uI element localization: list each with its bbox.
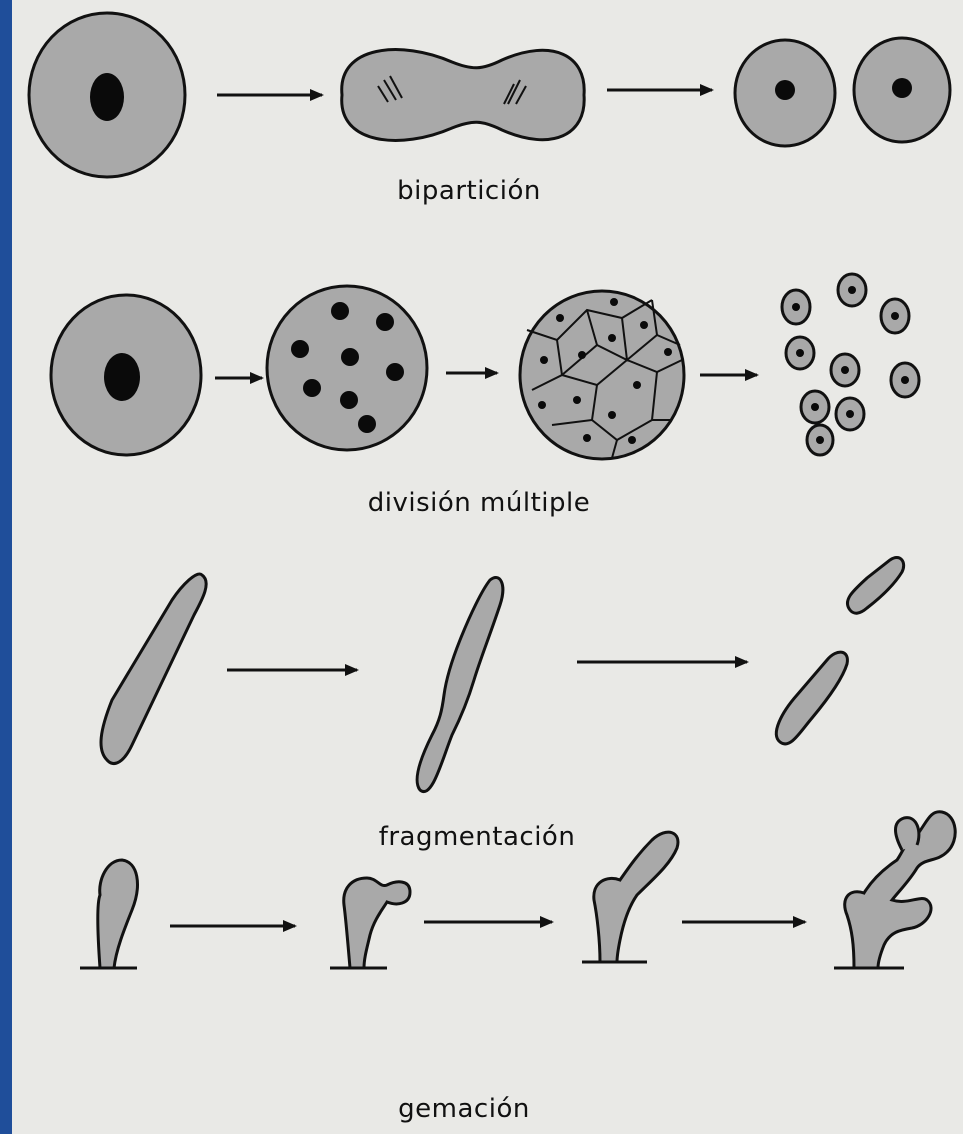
reproduction-diagram [12, 0, 963, 1134]
caption-multiple-fission: división múltiple [368, 488, 590, 518]
caption-fragmentation: fragmentación [379, 822, 576, 852]
daughter-cell [735, 40, 835, 146]
nucleus [90, 73, 124, 121]
spore-cluster [782, 274, 919, 455]
fragmentation-row [101, 558, 904, 792]
segmented-cell [520, 291, 684, 459]
bud-stage-3 [582, 832, 678, 962]
fragment [847, 558, 903, 614]
parent-cell [51, 295, 201, 455]
caption-budding: gemación [398, 1094, 530, 1124]
daughter-cell [854, 38, 950, 142]
figure-page: bipartición división múltiple fragmentac… [12, 0, 963, 1134]
multinucleate-cell [267, 286, 427, 450]
nucleus [892, 78, 912, 98]
filament [101, 574, 206, 763]
caption-binary-fission: bipartición [397, 176, 541, 206]
bud-stage-1 [80, 860, 137, 968]
fragment [776, 652, 847, 744]
binary-fission-row [29, 13, 950, 177]
bud-stage-2 [330, 878, 410, 968]
bud-stage-4 [834, 812, 955, 968]
dividing-cell [342, 50, 584, 141]
parent-cell [29, 13, 185, 177]
nucleus [775, 80, 795, 100]
multiple-fission-row [51, 274, 919, 459]
nucleus [104, 353, 140, 401]
constricting-filament [417, 578, 503, 792]
